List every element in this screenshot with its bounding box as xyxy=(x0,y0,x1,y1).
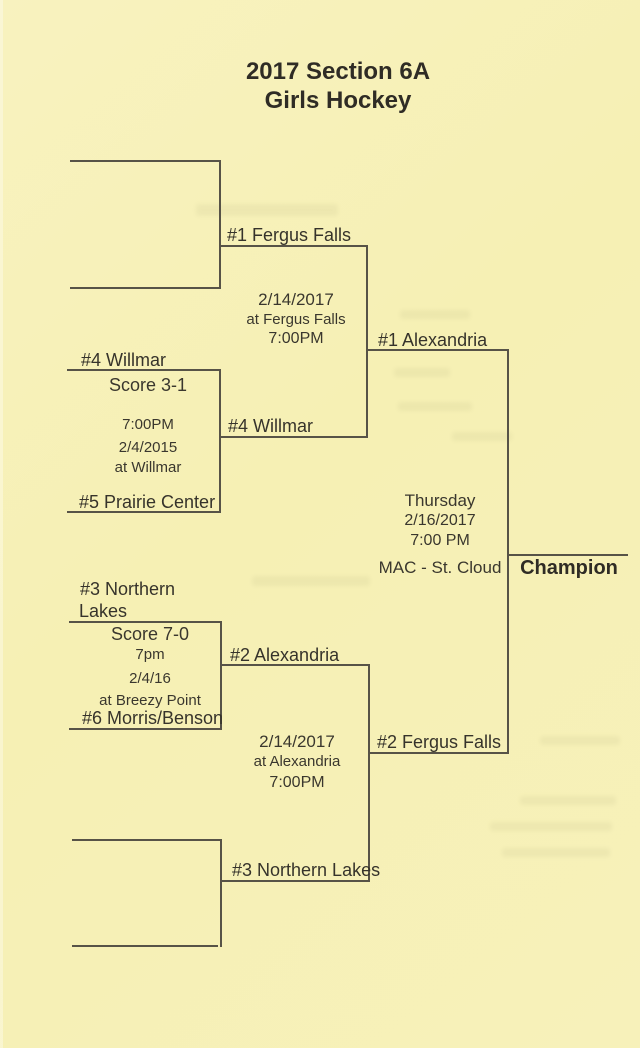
bracket-line-sf1-top-slot xyxy=(219,245,368,247)
qf2-time: 7:00PM xyxy=(122,416,174,433)
sf1-winner-label: #1 Alexandria xyxy=(378,330,488,350)
sf2-winner-label: #2 Fergus Falls xyxy=(377,732,502,752)
sf1-location: at Fergus Falls xyxy=(246,311,346,328)
bracket-line-sf1-winner-slot xyxy=(366,349,509,351)
final-day: Thursday xyxy=(404,491,476,510)
bracket-line-qf4-top xyxy=(72,839,222,841)
bleed-through-smudge xyxy=(520,796,616,805)
bracket-line-qf3-bottom xyxy=(69,728,222,730)
bracket-line-final-connector xyxy=(507,349,509,754)
bracket-line-qf2-connector xyxy=(219,369,221,513)
bracket-line-sf2-connector xyxy=(368,664,370,882)
qf2-game-info: Score 3-1 7:00PM 2/4/2015 at Willmar xyxy=(82,374,214,477)
qf2-score: Score 3-1 xyxy=(108,375,188,395)
bracket-line-qf4-connector xyxy=(220,839,222,947)
sf2-bottom-entrant-label: #3 Northern Lakes xyxy=(232,860,381,880)
bracket-line-champion-slot xyxy=(507,554,628,556)
qf3-top-team-label-line2: Lakes xyxy=(79,601,128,621)
bracket-line-qf1-top xyxy=(70,160,220,162)
sf1-bottom-entrant-label: #4 Willmar xyxy=(228,416,314,436)
sf2-time: 7:00PM xyxy=(269,774,325,791)
qf3-bottom-team-label: #6 Morris/Benson xyxy=(82,708,224,728)
bracket-line-sf2-winner-slot xyxy=(368,752,509,754)
bleed-through-smudge xyxy=(502,848,610,857)
final-date: 2/16/2017 xyxy=(404,512,476,529)
bleed-through-smudge xyxy=(452,432,512,441)
bracket-line-sf2-top-slot xyxy=(220,664,370,666)
final-time: 7:00 PM xyxy=(410,532,470,549)
final-venue: MAC - St. Cloud xyxy=(378,558,502,577)
champion-label: Champion xyxy=(520,557,618,579)
bracket-line-sf1-bottom-slot xyxy=(219,436,368,438)
bracket-line-qf4-bottom xyxy=(72,945,218,947)
scan-light-edge xyxy=(0,0,3,1048)
bleed-through-smudge xyxy=(398,402,472,411)
qf3-game-info: Score 7-0 7pm 2/4/16 at Breezy Point xyxy=(82,623,218,710)
sf2-game-info: 2/14/2017 at Alexandria 7:00PM xyxy=(229,731,365,793)
bracket-line-qf2-bottom xyxy=(67,511,220,513)
bracket-line-qf3-top xyxy=(69,621,222,623)
qf2-top-team-label: #4 Willmar xyxy=(81,350,167,370)
sf2-location: at Alexandria xyxy=(253,753,341,770)
page-title-line2: Girls Hockey xyxy=(264,87,412,114)
sf2-date: 2/14/2017 xyxy=(259,732,335,751)
qf2-date: 2/4/2015 xyxy=(118,439,178,456)
bleed-through-smudge xyxy=(490,822,612,831)
qf2-location: at Willmar xyxy=(114,459,182,476)
bracket-line-sf1-connector xyxy=(366,245,368,438)
qf3-score: Score 7-0 xyxy=(110,624,190,644)
sf1-game-info: 2/14/2017 at Fergus Falls 7:00PM xyxy=(230,289,362,349)
bleed-through-smudge xyxy=(252,576,370,586)
sf1-top-entrant-label: #1 Fergus Falls xyxy=(227,225,352,245)
sf2-top-entrant-label: #2 Alexandria xyxy=(230,645,340,665)
sf1-time: 7:00PM xyxy=(268,330,324,347)
bracket-line-qf2-top xyxy=(67,369,220,371)
qf2-bottom-team-label: #5 Prairie Center xyxy=(79,492,216,512)
bleed-through-smudge xyxy=(394,368,450,377)
qf3-location: at Breezy Point xyxy=(99,692,201,709)
bracket-line-sf2-bottom-slot xyxy=(220,880,370,882)
bracket-line-qf1-connector xyxy=(219,160,221,289)
sf1-date: 2/14/2017 xyxy=(258,290,334,309)
bleed-through-smudge xyxy=(540,736,620,745)
bleed-through-smudge xyxy=(400,310,470,319)
final-game-info: Thursday 2/16/2017 7:00 PM MAC - St. Clo… xyxy=(374,490,506,578)
qf3-time: 7pm xyxy=(135,646,165,663)
page-title-line1: 2017 Section 6A xyxy=(245,58,431,85)
qf3-date: 2/4/16 xyxy=(129,670,171,687)
qf3-top-team-label-line1: #3 Northern xyxy=(80,579,176,599)
bracket-line-qf3-connector xyxy=(220,621,222,730)
page-title: 2017 Section 6A Girls Hockey xyxy=(168,57,508,115)
bracket-line-qf1-bottom xyxy=(70,287,220,289)
bleed-through-smudge xyxy=(196,204,338,216)
